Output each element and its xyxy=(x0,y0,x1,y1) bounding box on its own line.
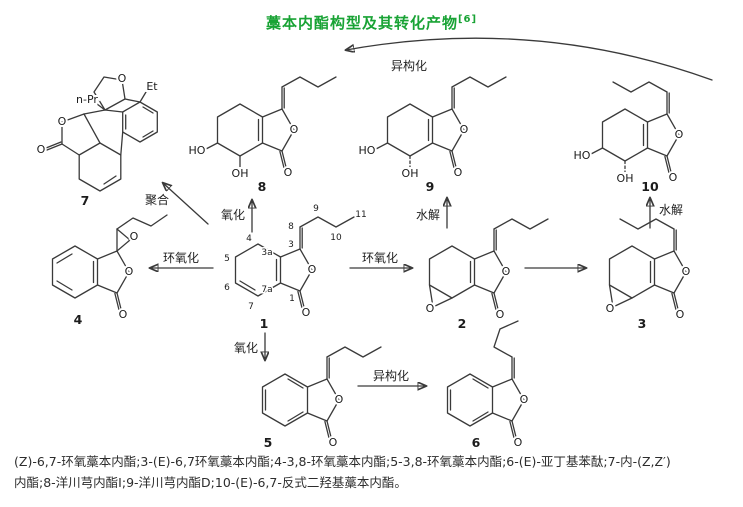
reaction-label-hydrolysis-10: 水解 xyxy=(659,203,683,217)
compound-8-skeleton xyxy=(205,76,337,169)
carbonyl-oxygen-label: O xyxy=(676,308,685,321)
position-11-label: 11 xyxy=(355,210,366,220)
figure-title-text: 藁本内酯构型及其转化产物 xyxy=(265,14,458,32)
compound-9: O O HO OH 9 xyxy=(357,76,507,196)
compound-7-number: 7 xyxy=(81,193,90,208)
position-3-label: 3 xyxy=(288,240,294,250)
compound-4-skeleton xyxy=(51,214,168,311)
propyl-group-label: n-Pr xyxy=(76,93,98,106)
ring-oxygen-label: O xyxy=(308,263,317,276)
compound-2-skeleton xyxy=(428,218,549,311)
reaction-labels: 异构化 聚合 氧化 环氧化 环氧化 水解 水解 氧化 异构化 xyxy=(143,56,685,385)
caption-line-2: 内酯;8-洋川芎内酯I;9-洋川芎内酯D;10-(E)-6,7-反式二羟基藁本内… xyxy=(14,474,407,490)
compound-10-skeleton xyxy=(590,81,680,174)
position-7a-label: 7a xyxy=(261,285,272,295)
position-4-label: 4 xyxy=(246,234,252,244)
compound-10-number: 10 xyxy=(641,179,659,194)
ring-oxygen-label: O xyxy=(290,123,299,136)
compound-6: O O 6 xyxy=(446,320,531,452)
compound-9-skeleton xyxy=(375,76,507,169)
compound-4: O O O 4 xyxy=(51,214,168,329)
position-9-label: 9 xyxy=(313,204,319,214)
carbonyl-oxygen-label: O xyxy=(37,143,46,156)
reaction-label-oxidation-8: 氧化 xyxy=(221,208,245,222)
epoxide-oxygen-label: O xyxy=(606,302,615,315)
compound-1-number: 1 xyxy=(260,316,269,331)
compound-3-skeleton xyxy=(608,218,687,311)
compound-4-number: 4 xyxy=(74,312,83,327)
compound-7-skeleton xyxy=(45,76,158,192)
reaction-label-oxidation-5: 氧化 xyxy=(234,341,258,355)
compound-7: O O O n-Pr Et 7 xyxy=(35,70,161,210)
carbonyl-oxygen-label: O xyxy=(119,308,128,321)
hydroxyl-oh-label: OH xyxy=(232,167,249,180)
compound-9-number: 9 xyxy=(426,179,435,194)
figure-title: 藁本内酯构型及其转化产物[6] xyxy=(0,12,743,33)
compound-3-number: 3 xyxy=(638,316,647,331)
position-5-label: 5 xyxy=(224,254,230,264)
reaction-label-epoxidation-4: 环氧化 xyxy=(163,251,199,265)
compound-5-number: 5 xyxy=(264,435,273,450)
compound-6-skeleton xyxy=(446,320,525,439)
figure-title-reference: [6] xyxy=(457,14,478,25)
carbonyl-oxygen-label: O xyxy=(514,436,523,449)
position-6-label: 6 xyxy=(224,283,230,293)
reaction-label-hydrolysis-9: 水解 xyxy=(416,208,440,222)
carbonyl-oxygen-label: O xyxy=(284,166,293,179)
reaction-label-isomerization-6: 异构化 xyxy=(373,368,409,383)
compound-8-number: 8 xyxy=(258,179,267,194)
epoxide-oxygen-label: O xyxy=(130,230,139,243)
arrow-1-to-7 xyxy=(163,183,209,225)
hydroxyl-ho-label: HO xyxy=(189,144,206,157)
ring-oxygen-label: O xyxy=(335,393,344,406)
ring-oxygen-label: O xyxy=(118,72,127,85)
position-1-label: 1 xyxy=(289,294,295,304)
ethyl-group-label: Et xyxy=(146,80,158,93)
position-8-label: 8 xyxy=(288,222,294,232)
ring-oxygen-label: O xyxy=(675,128,684,141)
compound-10: O O HO OH 10 xyxy=(572,81,686,196)
ring-oxygen-label: O xyxy=(460,123,469,136)
ring-oxygen-label: O xyxy=(502,265,511,278)
hydroxyl-oh-label: OH xyxy=(402,167,419,180)
position-7-label: 7 xyxy=(248,302,254,312)
compound-1-skeleton xyxy=(234,216,355,309)
ring-oxygen-label: O xyxy=(58,115,67,128)
ring-oxygen-label: O xyxy=(520,393,529,406)
arrow-isomerization-top xyxy=(346,37,713,81)
epoxide-oxygen-label: O xyxy=(426,302,435,315)
reaction-label-epoxidation-2: 环氧化 xyxy=(362,251,398,265)
compound-5: O O 5 xyxy=(261,346,382,452)
carbonyl-oxygen-label: O xyxy=(454,166,463,179)
compound-3: O O O 3 xyxy=(604,218,693,333)
hydroxyl-oh-label: OH xyxy=(617,172,634,185)
caption-line-1: (Z)-6,7-环氧藁本内酯;3-(E)-6,7环氧藁本内酯;4-3,8-环氧藁… xyxy=(14,454,671,469)
carbonyl-oxygen-label: O xyxy=(329,436,338,449)
figure-caption: (Z)-6,7-环氧藁本内酯;3-(E)-6,7环氧藁本内酯;4-3,8-环氧藁… xyxy=(14,452,730,493)
carbonyl-oxygen-label: O xyxy=(496,308,505,321)
reaction-label-isomerization-top: 异构化 xyxy=(391,58,427,73)
reaction-label-polymerization: 聚合 xyxy=(145,192,169,207)
position-10-label: 10 xyxy=(330,233,342,243)
ring-oxygen-label: O xyxy=(682,265,691,278)
hydroxyl-ho-label: HO xyxy=(359,144,376,157)
compound-2: O O O 2 xyxy=(424,218,549,333)
compound-1: O O 4 5 6 7 7a 3a 3 1 8 9 10 11 1 xyxy=(223,203,369,334)
compound-2-number: 2 xyxy=(458,316,467,331)
compound-5-skeleton xyxy=(261,346,382,439)
compound-6-number: 6 xyxy=(472,435,481,450)
position-3a-label: 3a xyxy=(261,248,272,258)
hydroxyl-ho-label: HO xyxy=(574,149,591,162)
compound-8: O O HO OH 8 xyxy=(187,76,337,196)
carbonyl-oxygen-label: O xyxy=(302,306,311,319)
carbonyl-oxygen-label: O xyxy=(669,171,678,184)
arrows xyxy=(150,37,713,386)
ring-oxygen-label: O xyxy=(125,265,134,278)
